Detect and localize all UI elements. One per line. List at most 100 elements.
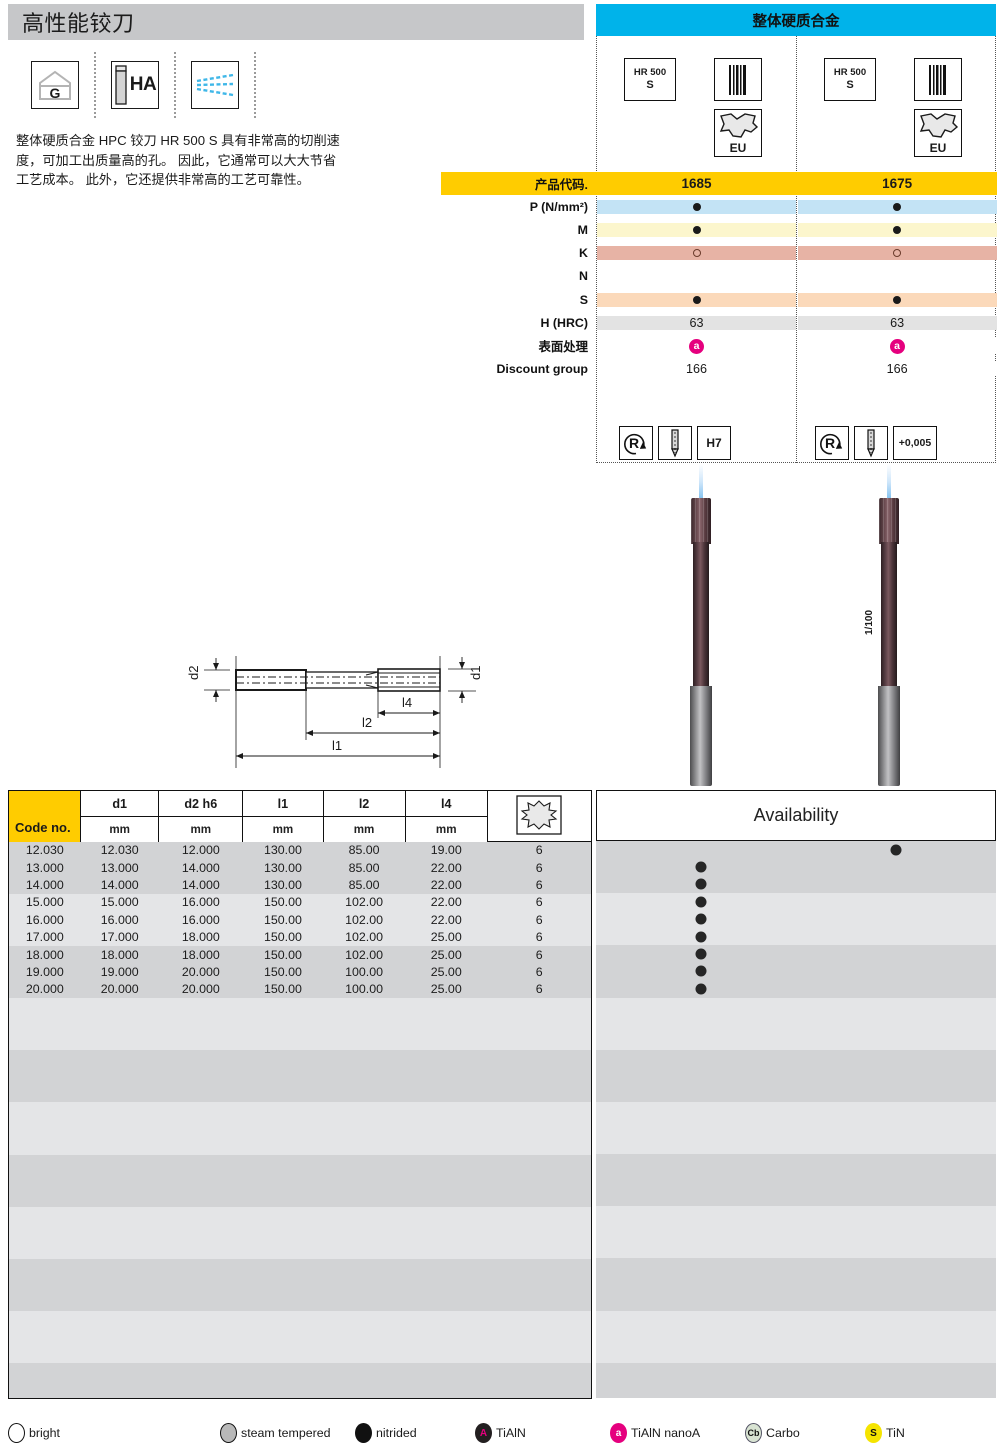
- availability-row: [596, 1049, 996, 1068]
- table-cell-code: 19.000: [8, 963, 81, 981]
- table-cell-l4: 25.00: [405, 945, 488, 964]
- rating-dot-filled: [692, 202, 701, 211]
- table-cell-l1: [242, 1102, 323, 1120]
- table-cell-l1: 130.00: [242, 858, 323, 877]
- legend-item-steam: steam tempered: [220, 1423, 355, 1443]
- table-cell-code: [8, 1015, 81, 1033]
- table-cell-l4: [405, 1363, 488, 1381]
- table-cell-l2: 85.00: [323, 876, 406, 894]
- table-cell-d1: [80, 1241, 159, 1259]
- table-cell-d2: [158, 1067, 243, 1085]
- eu-origin-icon: EU: [714, 109, 762, 157]
- table-cell-d1: [80, 1380, 159, 1398]
- table-cell-l2: [323, 1015, 406, 1033]
- table-cell-d1: [80, 1050, 159, 1068]
- spec-row: P (N/mm²): [441, 195, 997, 218]
- table-cell-l1: [242, 1032, 323, 1051]
- g-icon-glyph: G: [39, 70, 71, 101]
- table-cell-d1: [80, 1084, 159, 1103]
- table-cell-l2: [323, 1084, 406, 1103]
- page-title: 高性能铰刀: [8, 4, 584, 40]
- table-cell-l1: [242, 998, 323, 1016]
- table-cell-code: 15.000: [8, 893, 81, 912]
- grade-badge-line2: S: [846, 78, 854, 91]
- coating-badge-icon: a: [689, 338, 704, 354]
- table-header-row-1: Code no. d1 d2 h6 l1 l2 l4: [8, 790, 592, 842]
- table-cell-l2: [323, 1258, 406, 1277]
- availability-row: [596, 997, 996, 1015]
- table-cell-l4: [405, 1380, 488, 1398]
- coating-badge-icon: a: [889, 338, 905, 354]
- grade-badge-line2: S: [646, 78, 654, 91]
- table-cell-l2: [323, 1345, 406, 1364]
- table-cell-code: [8, 1206, 81, 1225]
- table-row: [8, 1224, 592, 1242]
- table-cell-d1: [80, 1119, 159, 1138]
- table-cell-l4: [405, 1241, 488, 1259]
- table-cell-l2: 102.00: [323, 893, 406, 912]
- table-cell-l1: [242, 1084, 323, 1103]
- tool-increment-note: 1/100: [864, 609, 875, 635]
- rating-dot-filled: [893, 295, 902, 304]
- table-cell-l4: 19.00: [405, 841, 488, 859]
- availability-row: [596, 1014, 996, 1033]
- table-cell-l2: [323, 1032, 406, 1051]
- table-cell-z: [487, 1137, 592, 1155]
- table-cell-l1: 130.00: [242, 841, 323, 859]
- availability-row: [596, 962, 996, 981]
- table-cell-l1: [242, 1015, 323, 1033]
- tool-flute-section: [879, 498, 899, 544]
- availability-dot: [695, 913, 707, 925]
- table-cell-l2: [323, 1224, 406, 1242]
- tolerance-label: H7: [706, 436, 722, 450]
- ha-icon: HA: [111, 61, 159, 109]
- table-cell-d2: [158, 1241, 243, 1259]
- availability-row: [596, 1067, 996, 1085]
- header-d2: d2 h6: [158, 790, 244, 817]
- table-cell-l2: [323, 1119, 406, 1138]
- availability-row: [596, 1240, 996, 1259]
- svg-text:G: G: [50, 85, 61, 101]
- table-cell-d1: [80, 1311, 159, 1329]
- table-cell-l2: [323, 1137, 406, 1155]
- unit-l4: mm: [405, 816, 488, 842]
- table-cell-l1: [242, 1189, 323, 1207]
- symbol-group-1: R H7: [619, 426, 731, 460]
- table-cell-z: [487, 1311, 592, 1329]
- availability-dot: [695, 896, 707, 908]
- table-cell-z: [487, 1241, 592, 1259]
- availability-row: [596, 1362, 996, 1381]
- tolerance-label: +0,005: [898, 437, 932, 449]
- table-row: [8, 1050, 592, 1068]
- table-row: [8, 1154, 592, 1172]
- spec-panel-body: HR 500 S EU HR 500 S: [441, 36, 997, 463]
- table-cell-l4: [405, 1119, 488, 1138]
- dim-label-l2: l2: [362, 715, 372, 730]
- spec-row-value: 63: [597, 315, 796, 330]
- table-cell-l4: [405, 1328, 488, 1346]
- table-cell-l2: [323, 1293, 406, 1312]
- table-cell-z: [487, 998, 592, 1016]
- availability-row: [596, 910, 996, 928]
- table-cell-d1: [80, 1189, 159, 1207]
- table-cell-d2: 20.000: [158, 963, 243, 981]
- table-cell-l4: [405, 1015, 488, 1033]
- table-cell-d1: [80, 1137, 159, 1155]
- table-cell-code: [8, 1380, 81, 1398]
- availability-row: [596, 1327, 996, 1346]
- table-cell-code: 16.000: [8, 911, 81, 929]
- bright-swatch-icon: [8, 1423, 25, 1443]
- table-row: [8, 1084, 592, 1103]
- table-row: [8, 1015, 592, 1033]
- table-cell-l2: [323, 1241, 406, 1259]
- table-cell-d2: [158, 1084, 243, 1103]
- table-cell-d2: [158, 1293, 243, 1312]
- table-cell-l1: [242, 1241, 323, 1259]
- table-cell-z: [487, 1154, 592, 1172]
- dimension-table-grid: Code no. d1 d2 h6 l1 l2 l4 mm mm mm mm m: [8, 790, 592, 1399]
- table-cell-l4: [405, 1258, 488, 1277]
- table-row: [8, 1345, 592, 1364]
- table-cell-l4: [405, 1032, 488, 1051]
- availability-row: [596, 1084, 996, 1102]
